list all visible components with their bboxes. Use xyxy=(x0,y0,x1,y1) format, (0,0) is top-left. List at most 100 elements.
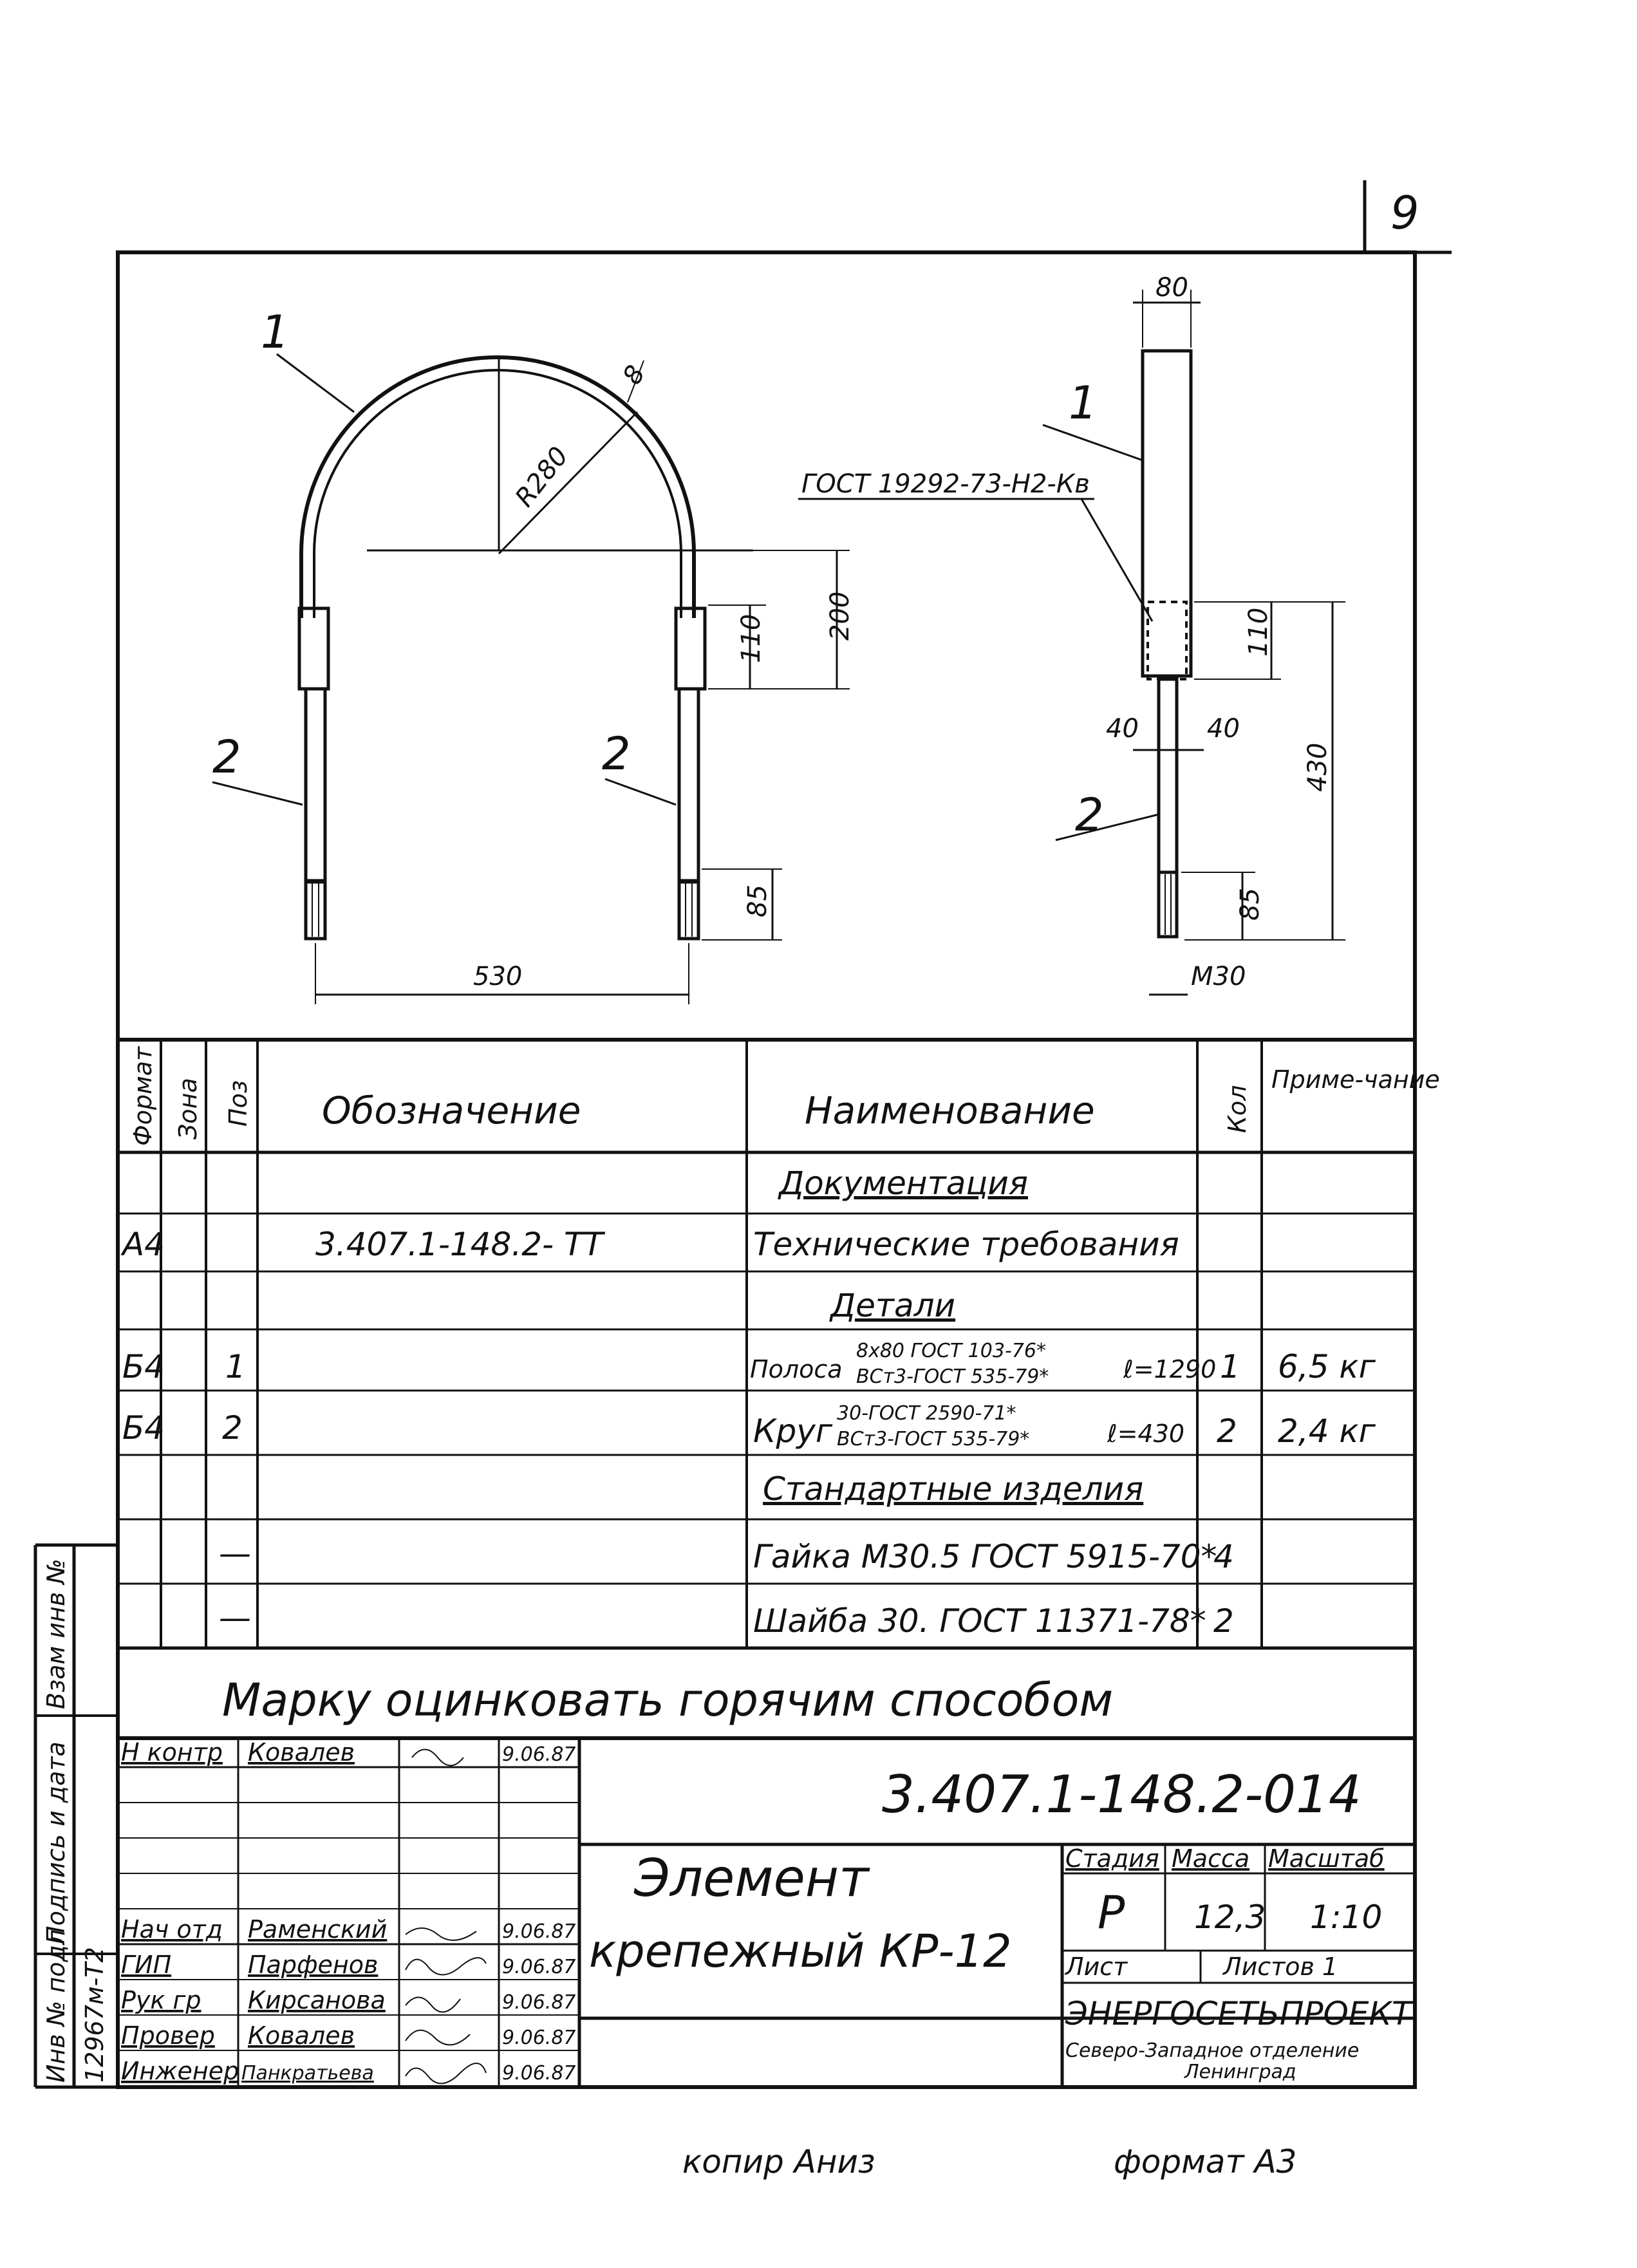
callout-2b-leader xyxy=(604,778,677,806)
sig-date-2: 9.06.87 xyxy=(502,1956,576,1978)
header-note: Приме-чание xyxy=(1271,1065,1440,1094)
left-rod xyxy=(304,687,327,884)
header-qty: Кол xyxy=(1223,1085,1251,1133)
stage-value: Р xyxy=(1098,1886,1125,1939)
instruction-note: Марку оцинковать горячим способом xyxy=(222,1674,1113,1727)
dim-8-label: 8 xyxy=(617,361,651,389)
side-stamp: Взам инв № Подпись и дата Инв № подл 129… xyxy=(33,1543,120,2089)
dim-8-leader xyxy=(627,360,644,403)
row0-format: А4 xyxy=(120,1226,165,1263)
signature-mark-0 xyxy=(411,1748,464,1767)
strip-side xyxy=(1141,349,1193,678)
sig-date-1: 9.06.87 xyxy=(502,1920,576,1943)
row2-format: Б4 xyxy=(122,1409,165,1447)
mass-value: 12,3 xyxy=(1194,1898,1266,1936)
header-pos: Поз xyxy=(224,1080,252,1127)
sig-name-4: Ковалев xyxy=(248,2021,355,2050)
row1-pos: 1 xyxy=(225,1348,246,1385)
stamp-inv-number: 12967м-Т2 xyxy=(80,1947,109,2083)
row1-note: 6,5 кг xyxy=(1278,1348,1376,1385)
title-line-1: Элемент xyxy=(633,1848,870,1908)
weld-leader xyxy=(1080,498,1154,622)
dim-m30-label: M30 xyxy=(1191,962,1246,991)
right-strip-end xyxy=(674,606,707,691)
sig-role-5: Инженер xyxy=(121,2057,239,2085)
right-rod-thread xyxy=(677,879,700,941)
dim-80-label: 80 xyxy=(1155,273,1188,303)
sig-role-2: ГИП xyxy=(121,1951,171,1979)
header-zone: Зона xyxy=(174,1078,202,1139)
sheet-label: Лист xyxy=(1064,1953,1128,1981)
title-block: Н контр Ковалев 9.06.87 Нач отд Раменски… xyxy=(118,1736,1415,2087)
sig-name-3: Кирсанова xyxy=(248,1986,386,2014)
row2-name: Круг xyxy=(753,1412,833,1450)
sheets-label: Листов 1 xyxy=(1222,1953,1338,1981)
row1-qty: 1 xyxy=(1220,1348,1240,1385)
u-bolt-front-view: 530 110 200 85 R280 8 1 2 2 xyxy=(212,306,855,1004)
row1-name-bottom: ВСт3-ГОСТ 535-79* xyxy=(856,1365,1049,1388)
left-strip-end xyxy=(297,606,330,691)
row1-name: Полоса xyxy=(750,1355,843,1383)
signature-mark-5 xyxy=(405,2063,487,2085)
stage-label: Стадия xyxy=(1065,1844,1159,1873)
callout-2a: 2 xyxy=(212,731,241,783)
stamp-inv-replace: Взам инв № xyxy=(42,1559,70,1709)
dim-110-left-label: 110 xyxy=(736,614,766,663)
sig-date-3: 9.06.87 xyxy=(502,1991,576,2014)
header-format: Формат xyxy=(129,1045,157,1146)
row3-pos: — xyxy=(219,1535,251,1572)
bent-strip-inner xyxy=(313,369,682,618)
sig-name-0: Ковалев xyxy=(248,1738,355,1767)
footer-copied: копир Аниз xyxy=(682,2143,875,2180)
row2-name-bottom: ВСт3-ГОСТ 535-79* xyxy=(837,1428,1029,1450)
radius-leader xyxy=(498,411,639,555)
row2-qty: 2 xyxy=(1217,1412,1237,1450)
dim-40a-label: 40 xyxy=(1106,714,1139,744)
dim-200-label: 200 xyxy=(825,592,855,641)
scale-value: 1:10 xyxy=(1310,1898,1382,1936)
signature-mark-2 xyxy=(405,1957,487,1976)
sig-role-0: Н контр xyxy=(121,1738,223,1767)
row2-name-top: 30-ГОСТ 2590-71* xyxy=(837,1402,1016,1425)
callout-1a-leader xyxy=(276,353,355,413)
org-name: ЭНЕРГОСЕТЬПРОЕКТ xyxy=(1065,1995,1414,2032)
weld-note: ГОСТ 19292-73-Н2-Кв xyxy=(801,469,1090,499)
rod-side xyxy=(1157,677,1179,874)
header-designation: Обозначение xyxy=(322,1089,581,1132)
row1-name-top: 8x80 ГОСТ 103-76* xyxy=(856,1340,1046,1362)
right-rod xyxy=(677,687,700,884)
dim-430-label: 430 xyxy=(1303,743,1333,792)
rod-side-thread xyxy=(1157,870,1179,939)
signature-mark-3 xyxy=(405,1996,461,2013)
row1-name-tail: ℓ=1290 xyxy=(1123,1355,1216,1383)
sig-name-2: Парфенов xyxy=(248,1951,378,1979)
signature-mark-1 xyxy=(405,1927,477,1941)
section-documentation: Документация xyxy=(778,1165,1028,1202)
row2-note: 2,4 кг xyxy=(1278,1412,1376,1450)
u-bolt-side-view: 80 110 430 85 40 40 M30 1 2 ГОСТ 19292-7… xyxy=(798,273,1345,996)
doc-code: 3.407.1-148.2-014 xyxy=(882,1765,1361,1824)
callout-2a-leader xyxy=(212,781,303,806)
dim-85-left-label: 85 xyxy=(743,885,772,917)
row4-qty: 2 xyxy=(1213,1602,1234,1640)
sig-date-4: 9.06.87 xyxy=(502,2027,576,2049)
row2-name-tail: ℓ=430 xyxy=(1107,1420,1184,1448)
row1-format: Б4 xyxy=(122,1348,165,1385)
specification-table: Формат Зона Поз Обозначение Наименование… xyxy=(118,1038,1440,1727)
org-city: Ленинград xyxy=(1184,2061,1296,2083)
row3-qty: 4 xyxy=(1213,1538,1234,1575)
dim-530-label: 530 xyxy=(473,962,522,991)
dim-110-right-label: 110 xyxy=(1244,608,1273,657)
signature-mark-4 xyxy=(405,2029,471,2046)
sig-role-4: Провер xyxy=(121,2021,215,2050)
drawing-frame xyxy=(116,250,1417,2089)
bent-strip-outer xyxy=(299,355,696,618)
dim-r280-label: R280 xyxy=(510,442,574,512)
sig-role-1: Нач отд xyxy=(121,1915,223,1944)
dim-85-right-label: 85 xyxy=(1235,888,1265,921)
callout-1b-leader xyxy=(1042,424,1143,462)
weld-zone xyxy=(1146,601,1188,680)
scale-label: Масштаб xyxy=(1268,1844,1385,1873)
row3-name: Гайка М30.5 ГОСТ 5915-70* xyxy=(753,1538,1217,1575)
